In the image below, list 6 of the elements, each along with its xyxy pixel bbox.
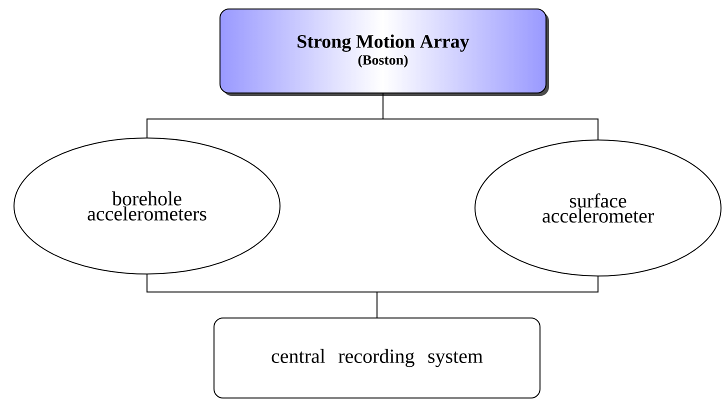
- process-box: central recording system: [214, 318, 540, 398]
- connector-line: [382, 93, 598, 140]
- ellipse-node: surface accelerometer: [474, 140, 722, 276]
- ellipse-node: borehole accelerometers: [14, 138, 280, 274]
- title-box: Strong Motion Array (Boston): [220, 8, 549, 96]
- connector-line: [376, 276, 598, 318]
